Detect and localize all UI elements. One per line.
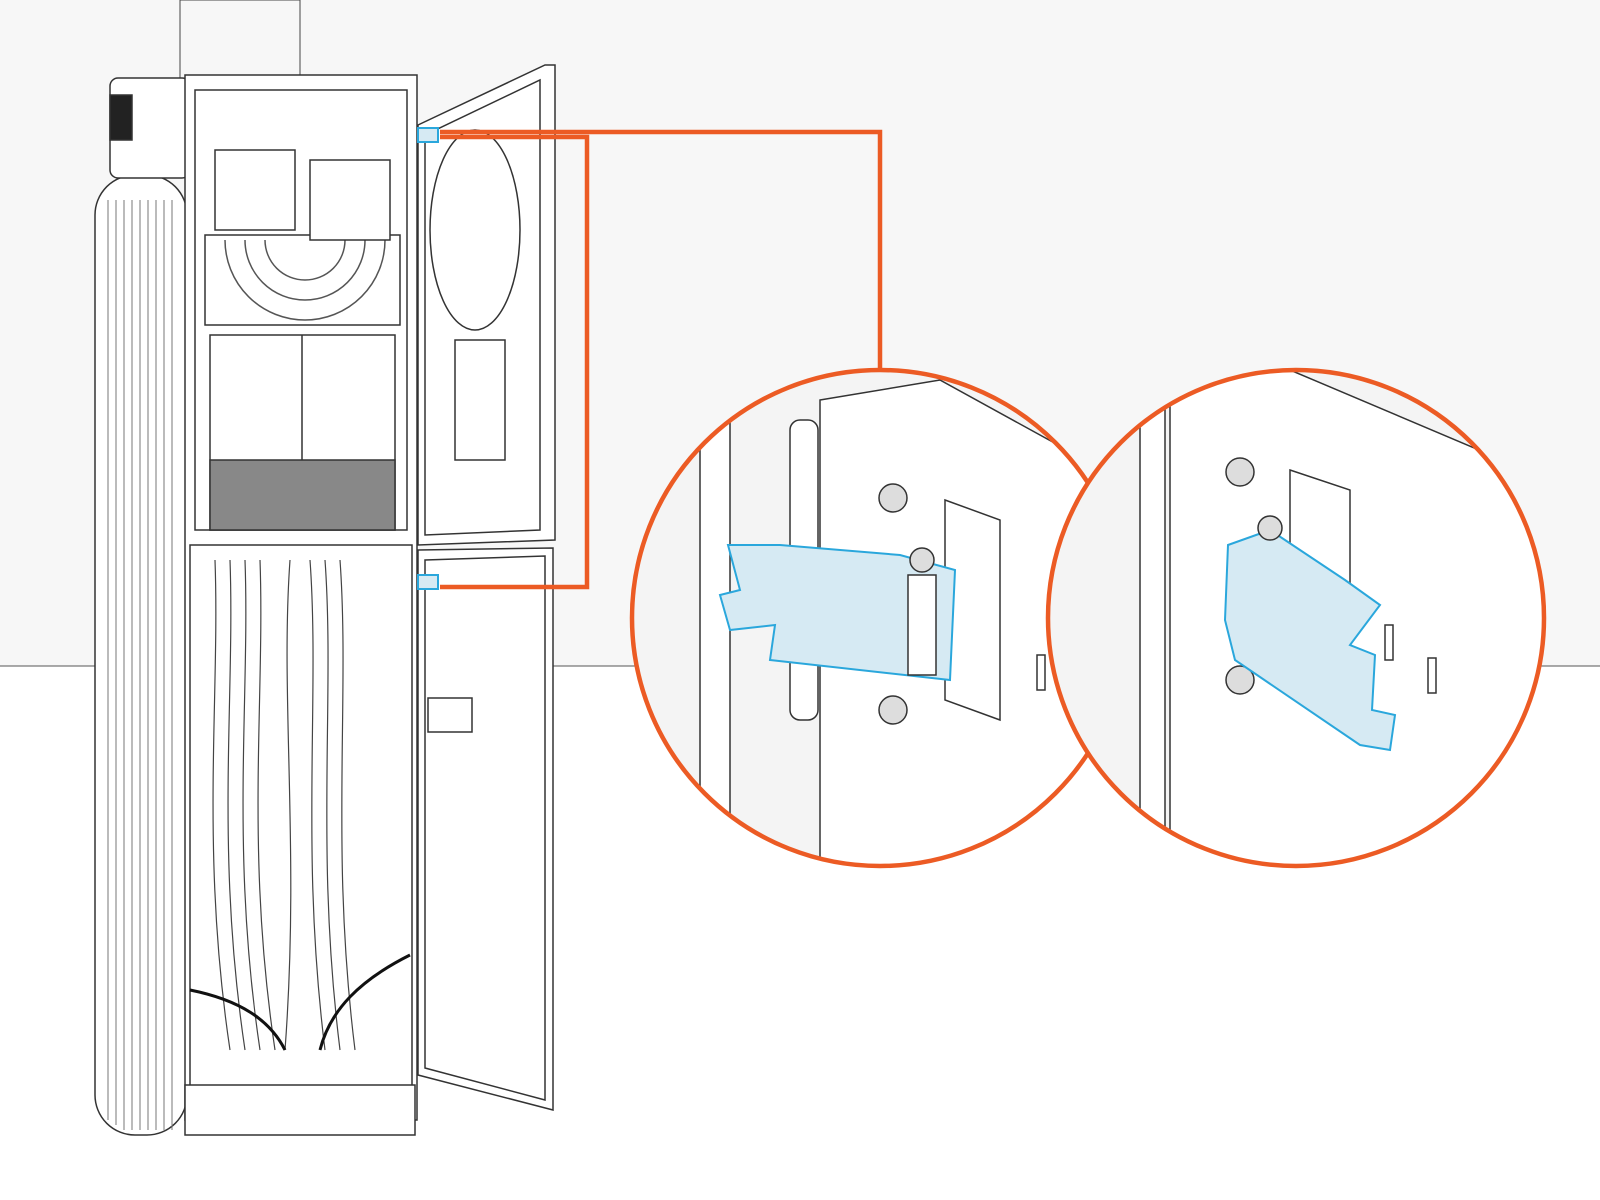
- lower-hinge-highlight: [417, 574, 439, 590]
- lower-door: [417, 547, 554, 1111]
- lower-compartment: [189, 544, 413, 1091]
- upper-hinge-highlight: [417, 127, 439, 143]
- callout-line-upper: [440, 129, 883, 370]
- cabinet: [94, 64, 556, 1136]
- detail-circle-2: [1045, 367, 1547, 869]
- power-module-2: [309, 159, 391, 241]
- hinge-bracket-installed: [718, 544, 957, 682]
- power-module-1: [214, 149, 296, 231]
- hinge-bracket-removed: [1223, 528, 1397, 752]
- base: [184, 1084, 416, 1136]
- detail-view-installed: [629, 367, 1131, 869]
- callout-line-lower: [440, 134, 590, 590]
- detail-view-removed: [1045, 367, 1547, 869]
- side-column: [94, 174, 188, 1136]
- upper-door: [417, 64, 556, 546]
